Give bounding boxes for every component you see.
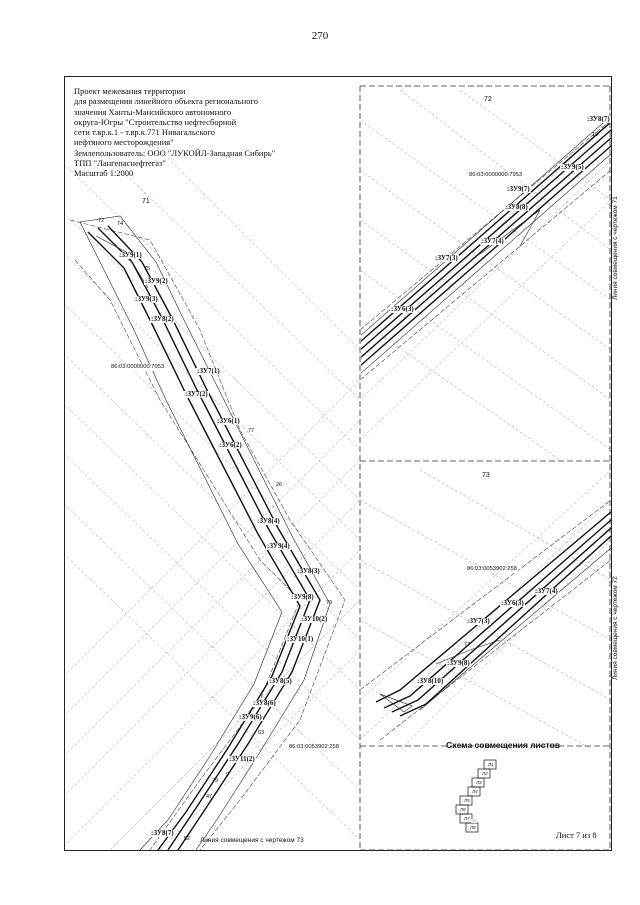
cadastral-number: 86:03:0053902:258 (466, 566, 518, 573)
plot-label: :ЗУ7(1) (196, 367, 221, 375)
plot-label: :ЗУ7(4) (534, 587, 559, 595)
title-line: округа-Югры "Строительство нефтесборной (74, 116, 237, 127)
plot-label: :ЗУ6(3) (390, 305, 415, 313)
point-number: 79 (212, 778, 219, 784)
scale: Масштаб 1:2000 (74, 168, 134, 179)
sheet-number: Лист 7 из 8 (556, 830, 597, 840)
scheme-sheet-label: Л6 (460, 807, 466, 812)
plot-label: :ЗУ8(4) (256, 517, 281, 525)
tpp: ТПП "Лангепаснефтегаз" (74, 158, 166, 169)
plot-label: :ЗУ7(3) (434, 254, 459, 262)
plot-label: :ЗУ6(1) (216, 417, 241, 425)
plot-label: :ЗУ6(3) (500, 599, 525, 607)
title-line: сети т.вр.к.1 - т.вр.к.771 Нивагальского (74, 127, 215, 138)
plot-label: :ЗУ8(5) (268, 677, 293, 685)
page-number: 270 (311, 30, 329, 42)
plot-label: :ЗУ7(3) (466, 617, 491, 625)
plot-label: :ЗУ7(4) (480, 237, 505, 245)
plot-label: :ЗУ9(3) (134, 295, 159, 303)
title-block: Проект межевания территории для размещен… (74, 86, 344, 179)
title-line: значения Ханты-Мансийского автономного (74, 106, 232, 117)
title-line: для размещения линейного объекта региона… (74, 96, 258, 107)
plot-label: :ЗУ8(8) (504, 203, 529, 211)
scheme-title: Схема совмещения листов (446, 740, 560, 750)
plot-label: :ЗУ8(3) (296, 567, 321, 575)
point-number: 19 (592, 132, 599, 138)
plot-label: :ЗУ8(2) (150, 315, 175, 323)
match-line-label: Линия совмещения с чертежом 72 (612, 576, 619, 680)
panel-id-top-right: 72 (484, 96, 492, 103)
match-line-label: Линия совмещения с чертежом 71 (612, 196, 619, 300)
scheme-sheet-label: Л7 (464, 816, 470, 821)
point-number: 79 (326, 600, 333, 606)
plot-label: :ЗУ8(6) (252, 699, 277, 707)
plot-label: :ЗУ9(8) (446, 659, 471, 667)
panel-separators (359, 85, 611, 851)
point-number: 26 (276, 482, 283, 488)
plot-label: :ЗУ9(4) (266, 542, 291, 550)
scheme-sheet-label: Л2 (482, 771, 488, 776)
plot-label: :ЗУ10(1) (286, 635, 315, 643)
plot-label: :ЗУ9(2) (144, 277, 169, 285)
plot-label: :ЗУ7(2) (184, 390, 209, 398)
plot-label: :ЗУ9(8) (290, 593, 315, 601)
drawing-frame (64, 76, 612, 851)
plot-label: :ЗУ6(2) (218, 441, 243, 449)
scheme-sheet-label: Л4 (472, 789, 478, 794)
point-number: 74 (117, 221, 124, 227)
scheme-sheet-label: Л1 (488, 762, 494, 767)
top-right-corridor (361, 89, 611, 460)
match-line-label: Линия совмещения с чертежом 73 (200, 837, 304, 844)
point-number: 52 (184, 836, 191, 842)
cadastral-number: 86:03:0000000:7953 (110, 364, 166, 371)
point-number: 47 (206, 794, 213, 800)
plot-label: :ЗУ8(10) (416, 677, 445, 685)
cadastral-number: 86:03:0000000:7953 (468, 172, 524, 179)
sheet-scheme-drawing (455, 759, 497, 833)
cadastral-number: 86:03:0053902:258 (288, 744, 340, 751)
bottom-right-corridor (361, 469, 611, 749)
plot-label: :ЗУ9(5) (560, 163, 585, 171)
plot-label: :ЗУ8(7) (586, 115, 611, 123)
scheme-sheet-label: Л3 (476, 780, 482, 785)
left-panel-corridor (65, 139, 359, 850)
title-line: Проект межевания территории (74, 86, 186, 96)
point-number: 72 (98, 218, 105, 224)
point-number: 77 (464, 642, 471, 648)
land-user: Землепользователь: ООО "ЛУКОЙЛ-Западная … (74, 147, 276, 158)
scheme-sheet-label: Л5 (464, 798, 470, 803)
scheme-sheet-label: Л8 (470, 825, 476, 830)
plot-label: :ЗУ8(7) (150, 829, 175, 837)
panel-id-left: 71 (142, 198, 150, 205)
plot-label: :ЗУ9(6) (238, 713, 263, 721)
plot-label: :ЗУ10(2) (300, 615, 329, 623)
point-number: 63 (258, 730, 265, 736)
plot-label: :ЗУ11(2) (228, 755, 256, 763)
plot-label: :ЗУ9(1) (118, 251, 143, 259)
point-number: 75 (144, 266, 151, 272)
point-number: 9 (226, 772, 230, 778)
title-line: нефтяного месторождения" (74, 137, 174, 148)
plot-label: :ЗУ9(7) (506, 185, 531, 193)
point-number: 77 (248, 428, 255, 434)
panel-id-bottom-right: 73 (482, 472, 490, 479)
